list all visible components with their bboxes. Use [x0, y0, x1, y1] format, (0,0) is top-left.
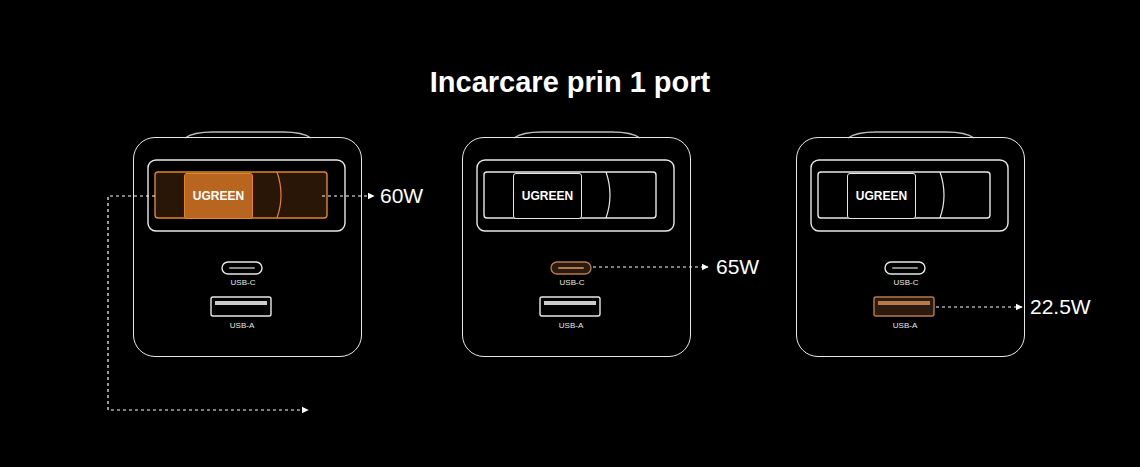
charger-drawing — [811, 132, 1008, 316]
usb-a-tongue — [544, 301, 596, 305]
port-label: USB-C — [231, 278, 256, 287]
usb-c-tongue — [558, 267, 584, 269]
brand-label: UGREEN — [522, 189, 573, 203]
usb-c-tongue — [229, 267, 255, 269]
brand-label: UGREEN — [856, 189, 907, 203]
input-leader — [108, 196, 308, 410]
port-label: USB-A — [893, 321, 917, 330]
usb-a-port — [874, 297, 934, 316]
plug-body — [155, 172, 327, 218]
port-label: USB-C — [560, 278, 585, 287]
charger-drawing — [477, 132, 674, 316]
charger-drawing — [148, 132, 345, 316]
usb-c-port — [885, 262, 925, 274]
plug-module: UGREEN — [184, 173, 253, 219]
plug-window — [811, 160, 1008, 231]
charger-housing: USB-C USB-A UGREEN — [133, 137, 362, 357]
usb-c-tongue — [892, 267, 918, 269]
brand-label: UGREEN — [193, 189, 244, 203]
usb-a-port — [540, 297, 600, 316]
plug-window — [148, 160, 345, 231]
usb-a-tongue — [215, 301, 267, 305]
port-label: USB-C — [894, 278, 919, 287]
plug-divider — [940, 172, 944, 218]
power-label: 22.5W — [1030, 295, 1091, 319]
power-label: 65W — [716, 255, 759, 279]
plug-module: UGREEN — [847, 173, 916, 219]
port-label: USB-A — [559, 321, 583, 330]
usb-c-port — [222, 262, 262, 274]
charger-housing: USB-C USB-A UGREEN — [462, 137, 691, 357]
plug-body — [818, 172, 990, 218]
plug-body — [484, 172, 656, 218]
charger-housing: USB-C USB-A UGREEN — [796, 137, 1025, 357]
plug-window — [477, 160, 674, 231]
power-label: 60W — [380, 184, 423, 208]
plug-divider — [277, 172, 281, 218]
plug-divider — [606, 172, 610, 218]
plug-module: UGREEN — [513, 173, 582, 219]
title: Incarcare prin 1 port — [0, 66, 1140, 99]
usb-a-tongue — [878, 301, 930, 305]
usb-c-port — [551, 262, 591, 274]
port-label: USB-A — [230, 321, 254, 330]
usb-a-port — [211, 297, 271, 316]
power-leader — [322, 195, 374, 196]
power-leader — [936, 306, 1022, 307]
